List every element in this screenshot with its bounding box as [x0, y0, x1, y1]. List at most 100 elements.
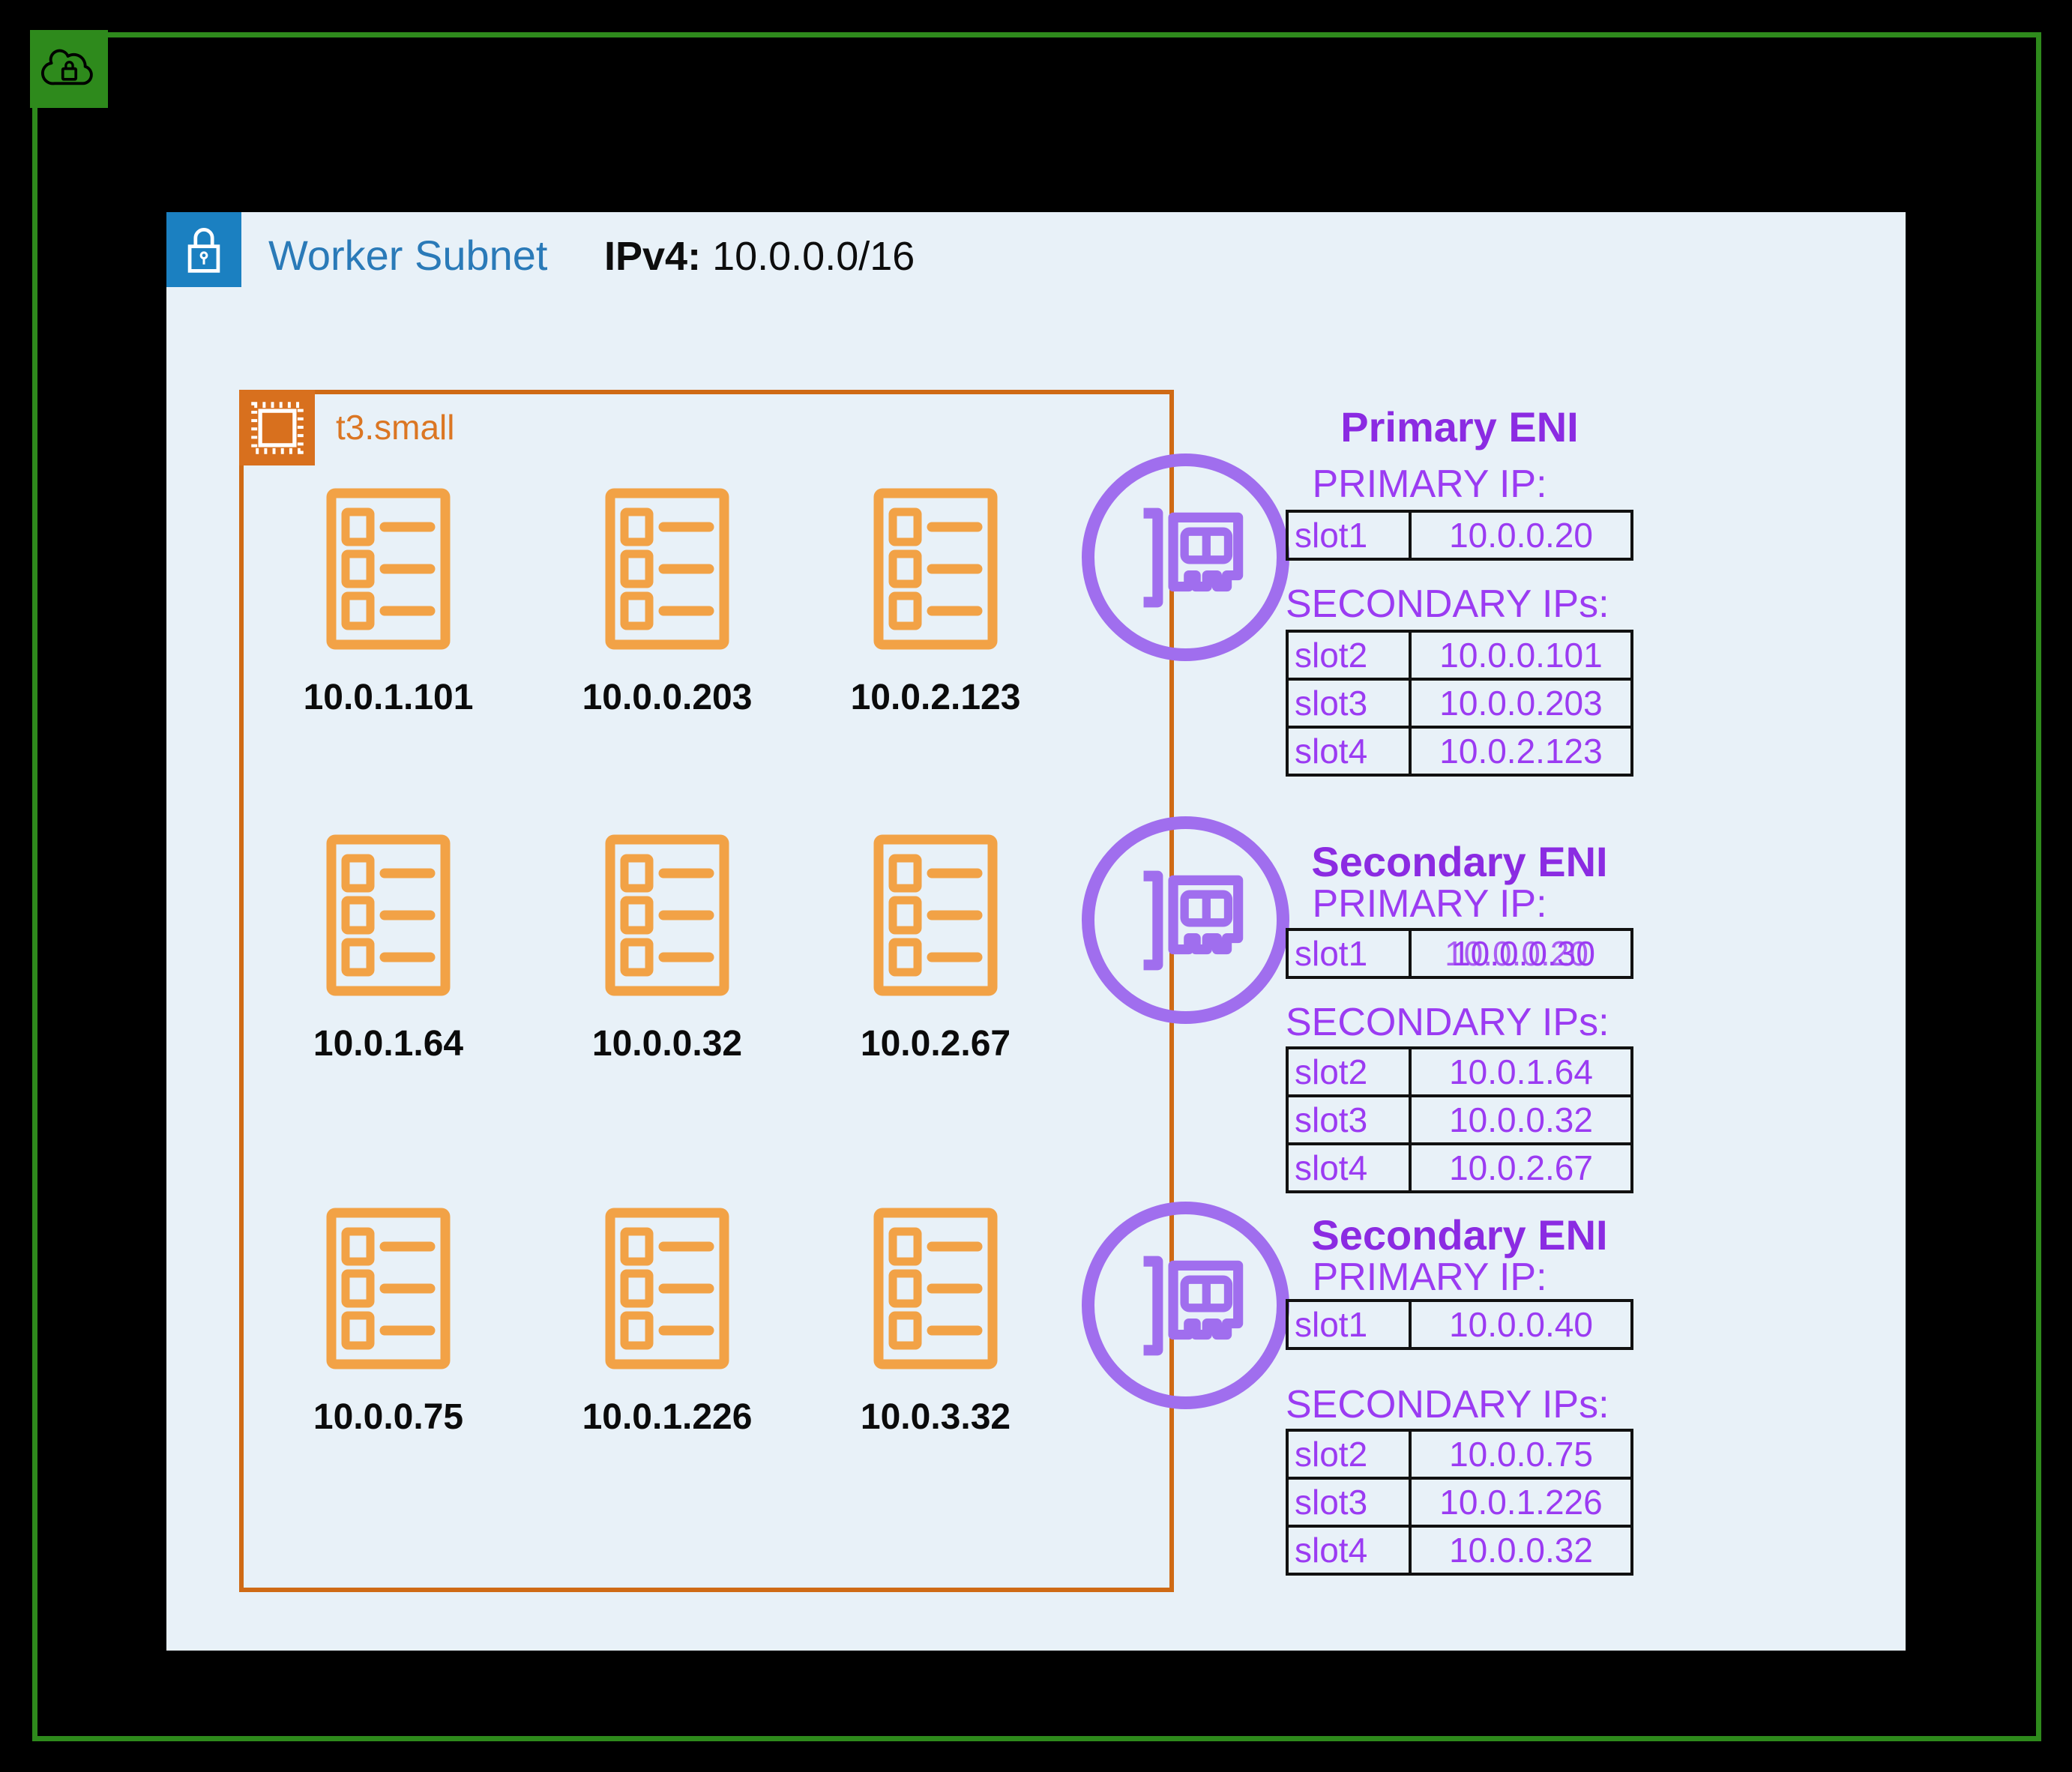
instance-badge — [239, 390, 315, 465]
eni-section-primary: Primary ENI PRIMARY IP: slot1 10.0.0.20 … — [1286, 403, 1633, 777]
network-card-icon — [1115, 1246, 1257, 1366]
instance-type-label: t3.small — [336, 408, 455, 447]
slot-cell: slot1 — [1286, 928, 1412, 979]
pod: 10.0.2.123 — [851, 487, 1020, 717]
eni-primary-ip-table: slot1 10.0.0.20 10.0.0.30 — [1286, 928, 1633, 979]
slot-cell: slot3 — [1286, 678, 1412, 729]
slot-cell: slot1 — [1286, 1299, 1412, 1350]
pod: 10.0.1.226 — [582, 1207, 752, 1437]
pod: 10.0.2.67 — [861, 834, 1011, 1064]
eni-circle-primary — [1082, 453, 1289, 661]
slot-cell: slot4 — [1286, 1142, 1412, 1193]
pod-ip-label: 10.0.0.32 — [591, 1024, 743, 1064]
pod-list-icon — [325, 1207, 451, 1370]
eni-section-secondary-1: Secondary ENI PRIMARY IP: slot1 10.0.0.2… — [1286, 838, 1633, 1193]
pod: 10.0.0.203 — [582, 487, 752, 717]
table-row: slot1 10.0.0.20 — [1286, 510, 1633, 561]
eni-title: Primary ENI — [1340, 403, 1579, 450]
eni-secondary-ip-table: slot2 10.0.0.75 slot3 10.0.1.226 slot4 1… — [1286, 1429, 1633, 1576]
pod-ip-label: 10.0.2.123 — [850, 678, 1021, 717]
subnet-title: Worker Subnet — [268, 232, 548, 279]
ip-cell: 10.0.2.123 — [1409, 726, 1633, 777]
ip-cell: 10.0.1.226 — [1409, 1477, 1633, 1528]
network-card-icon — [1115, 861, 1257, 980]
pod: 10.0.0.32 — [592, 834, 742, 1064]
pod-list-icon — [325, 834, 451, 997]
pod-list-icon — [325, 487, 451, 651]
eni-title: Secondary ENI — [1311, 1211, 1608, 1259]
eni-circle-secondary-1 — [1082, 816, 1289, 1024]
eni-primary-ip-table: slot1 10.0.0.40 — [1286, 1299, 1633, 1350]
eni-secondary-ip-heading: SECONDARY IPs: — [1286, 582, 1609, 626]
ip-cell: 10.0.0.75 — [1409, 1429, 1633, 1480]
subnet-cidr-value: 10.0.0.0/16 — [701, 234, 915, 279]
ip-cell: 10.0.2.67 — [1409, 1142, 1633, 1193]
eni-title: Secondary ENI — [1311, 838, 1608, 885]
slot-cell: slot3 — [1286, 1477, 1412, 1528]
pod-ip-label: 10.0.1.64 — [313, 1024, 464, 1064]
slot-cell: slot1 — [1286, 510, 1412, 561]
pod-ip-label: 10.0.0.203 — [582, 678, 753, 717]
slot-cell: slot3 — [1286, 1094, 1412, 1145]
ip-cell: 10.0.0.32 — [1409, 1525, 1633, 1576]
table-row: slot1 10.0.0.40 — [1286, 1299, 1633, 1350]
subnet-badge — [166, 212, 241, 287]
subnet-cidr: IPv4: 10.0.0.0/16 — [604, 235, 915, 277]
table-row: slot2 10.0.0.75 — [1286, 1429, 1633, 1480]
slot-cell: slot2 — [1286, 1429, 1412, 1480]
pod: 10.0.3.32 — [861, 1207, 1011, 1437]
ip-cell: 10.0.1.64 — [1409, 1046, 1633, 1097]
slot-cell: slot4 — [1286, 1525, 1412, 1576]
eni-secondary-ip-table: slot2 10.0.0.101 slot3 10.0.0.203 slot4 … — [1286, 630, 1633, 777]
pod: 10.0.1.101 — [304, 487, 473, 717]
pod-ip-label: 10.0.1.226 — [582, 1397, 753, 1437]
slot-cell: slot2 — [1286, 1046, 1412, 1097]
chip-icon — [244, 395, 310, 461]
pod: 10.0.0.75 — [313, 1207, 463, 1437]
pod-list-icon — [604, 1207, 730, 1370]
eni-secondary-ip-table: slot2 10.0.1.64 slot3 10.0.0.32 slot4 10… — [1286, 1046, 1633, 1193]
table-row: slot4 10.0.2.123 — [1286, 726, 1633, 777]
eni-primary-ip-heading: PRIMARY IP: — [1312, 1256, 1547, 1299]
eni-secondary-ip-heading: SECONDARY IPs: — [1286, 1001, 1609, 1044]
ip-cell: 10.0.0.32 — [1409, 1094, 1633, 1145]
ip-cell: 10.0.0.20 — [1409, 510, 1633, 561]
slot-cell: slot2 — [1286, 630, 1412, 681]
table-row: slot2 10.0.1.64 — [1286, 1046, 1633, 1097]
table-row: slot3 10.0.1.226 — [1286, 1477, 1633, 1528]
cloud-lock-icon — [34, 34, 103, 103]
ip-cell: 10.0.0.101 — [1409, 630, 1633, 681]
eni-section-secondary-2: Secondary ENI PRIMARY IP: slot1 10.0.0.4… — [1286, 1211, 1633, 1576]
eni-secondary-ip-heading: SECONDARY IPs: — [1286, 1383, 1609, 1426]
pod-list-icon — [604, 834, 730, 997]
pod-list-icon — [604, 487, 730, 651]
pod-ip-label: 10.0.2.67 — [860, 1024, 1011, 1064]
lock-icon — [172, 217, 236, 282]
pod-list-icon — [873, 834, 999, 997]
pod-ip-label: 10.0.0.75 — [313, 1397, 464, 1437]
eni-circle-secondary-2 — [1082, 1202, 1289, 1409]
pod-ip-label: 10.0.3.32 — [860, 1397, 1011, 1437]
ip-cell: 10.0.0.203 — [1409, 678, 1633, 729]
ip-cell: 10.0.0.20 10.0.0.30 — [1409, 928, 1633, 979]
pod-list-icon — [873, 1207, 999, 1370]
vpc-badge — [30, 30, 108, 108]
table-row: slot4 10.0.2.67 — [1286, 1142, 1633, 1193]
table-row: slot2 10.0.0.101 — [1286, 630, 1633, 681]
eni-primary-ip-heading: PRIMARY IP: — [1312, 882, 1547, 926]
worker-subnet-panel: Worker Subnet IPv4: 10.0.0.0/16 t3.small… — [166, 212, 1906, 1651]
subnet-cidr-label: IPv4: — [604, 234, 702, 279]
vpc-boundary — [32, 32, 2041, 1741]
slot-cell: slot4 — [1286, 726, 1412, 777]
table-row: slot3 10.0.0.32 — [1286, 1094, 1633, 1145]
ip-value-overlapped: 10.0.0.20 — [1445, 934, 1588, 973]
pod-ip-label: 10.0.1.101 — [303, 678, 474, 717]
ip-cell: 10.0.0.40 — [1409, 1299, 1633, 1350]
table-row: slot1 10.0.0.20 10.0.0.30 — [1286, 928, 1633, 979]
ip-value: 10.0.0.30 — [1451, 934, 1595, 973]
network-card-icon — [1115, 498, 1257, 618]
eni-primary-ip-heading: PRIMARY IP: — [1312, 462, 1547, 506]
table-row: slot4 10.0.0.32 — [1286, 1525, 1633, 1576]
table-row: slot3 10.0.0.203 — [1286, 678, 1633, 729]
